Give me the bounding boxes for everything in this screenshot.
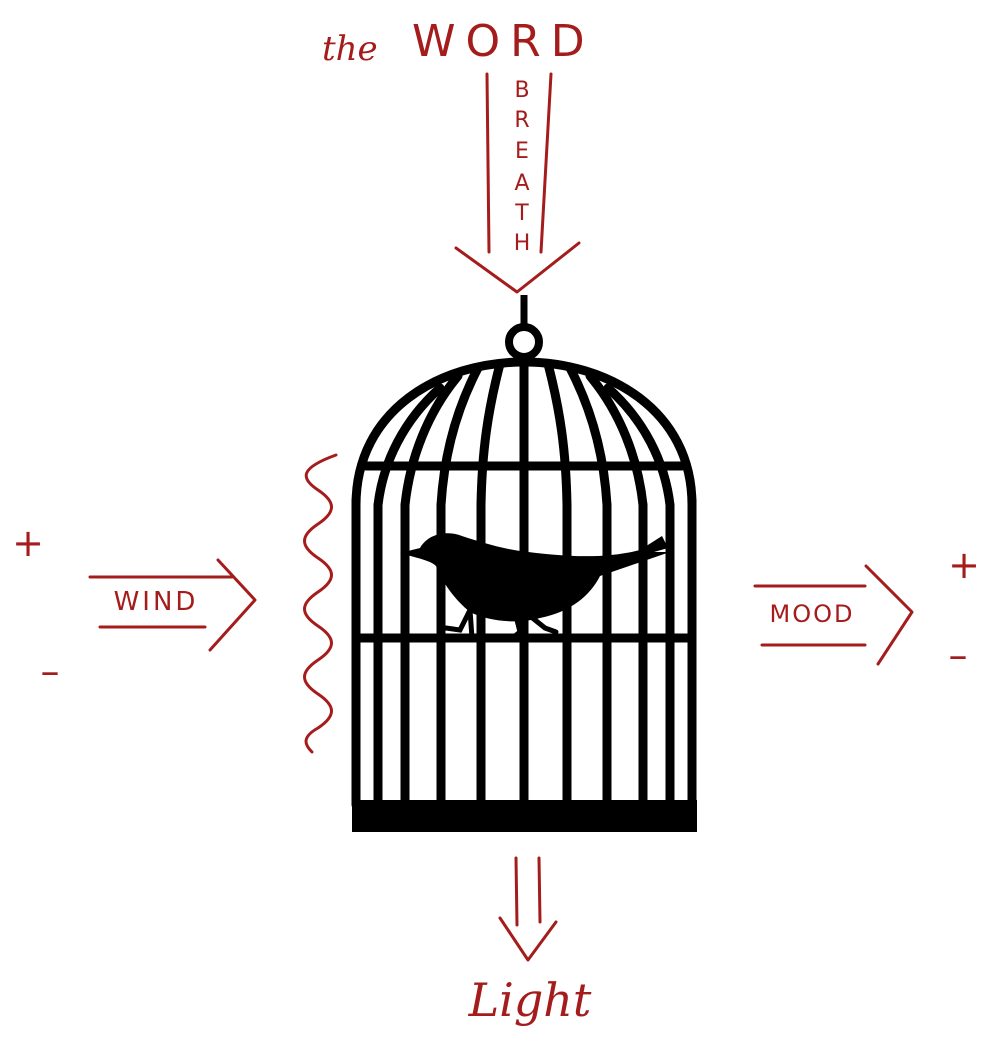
breath-letter-r: R	[514, 108, 529, 133]
wavy-line	[305, 455, 337, 752]
wind-label: WIND	[114, 587, 199, 617]
light-label: Light	[468, 973, 592, 1027]
breath-letter-h: H	[514, 231, 531, 256]
right-plus-sign: +	[948, 543, 980, 587]
breath-letter-a: A	[514, 171, 529, 196]
title-word: WORD	[412, 16, 595, 67]
title-the: the	[322, 29, 378, 69]
left-minus-sign: –	[41, 649, 60, 693]
breath-letter-e: E	[515, 139, 529, 164]
breath-letter-t: T	[514, 201, 529, 226]
breath-letter-b: B	[514, 78, 529, 103]
right-minus-sign: –	[949, 633, 968, 677]
breath-label: B R E A T H	[514, 78, 531, 256]
left-plus-sign: +	[12, 521, 44, 565]
mood-label: MOOD	[770, 600, 855, 628]
light-arrow	[500, 858, 556, 960]
